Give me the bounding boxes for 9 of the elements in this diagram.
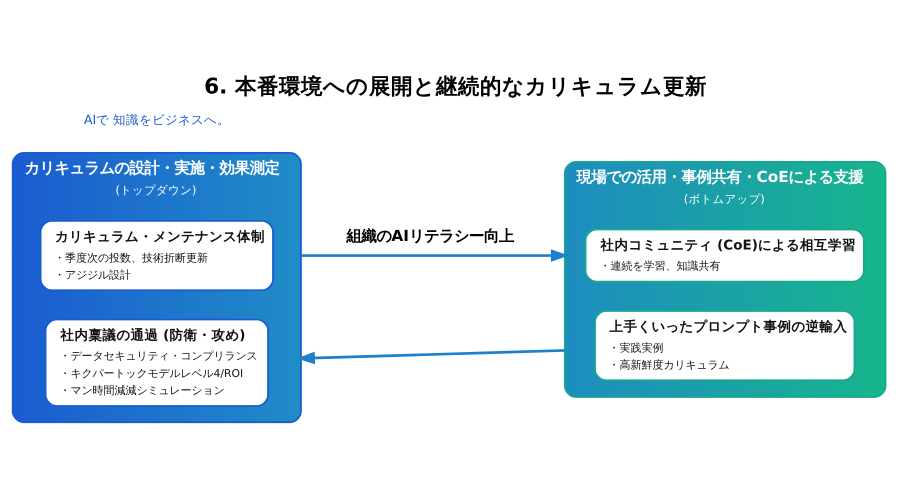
arrow [296,348,565,364]
node-box: カリキュラム・メンテナンス体制 ・季度次の投数、技術折断更新 ・アジジル設計 [40,219,274,291]
arrow [300,248,569,262]
node-box: 上手くいったプロンプト事例の逆輸入 ・実践実例 ・高新鮮度カリキュラム [594,310,856,381]
diagram-title: 6. 本番環境への展開と継続的なカリキュラム更新 [204,74,707,100]
label: AIで 知識をビジネスへ。 [84,111,230,126]
node-box: 社内コミュニティ (CoE)による相互学習 ・連続を学習、知識共有 [584,228,865,282]
edge-label: 組織のAIリテラシー向上 [346,226,514,245]
node-box: 社内稟議の通過 (防衛・攻め) ・データセキュリティ・コンプリランス ・キクパートックモデルレベル4/ROI ・マン時間減減シミュレーション [44,318,269,406]
